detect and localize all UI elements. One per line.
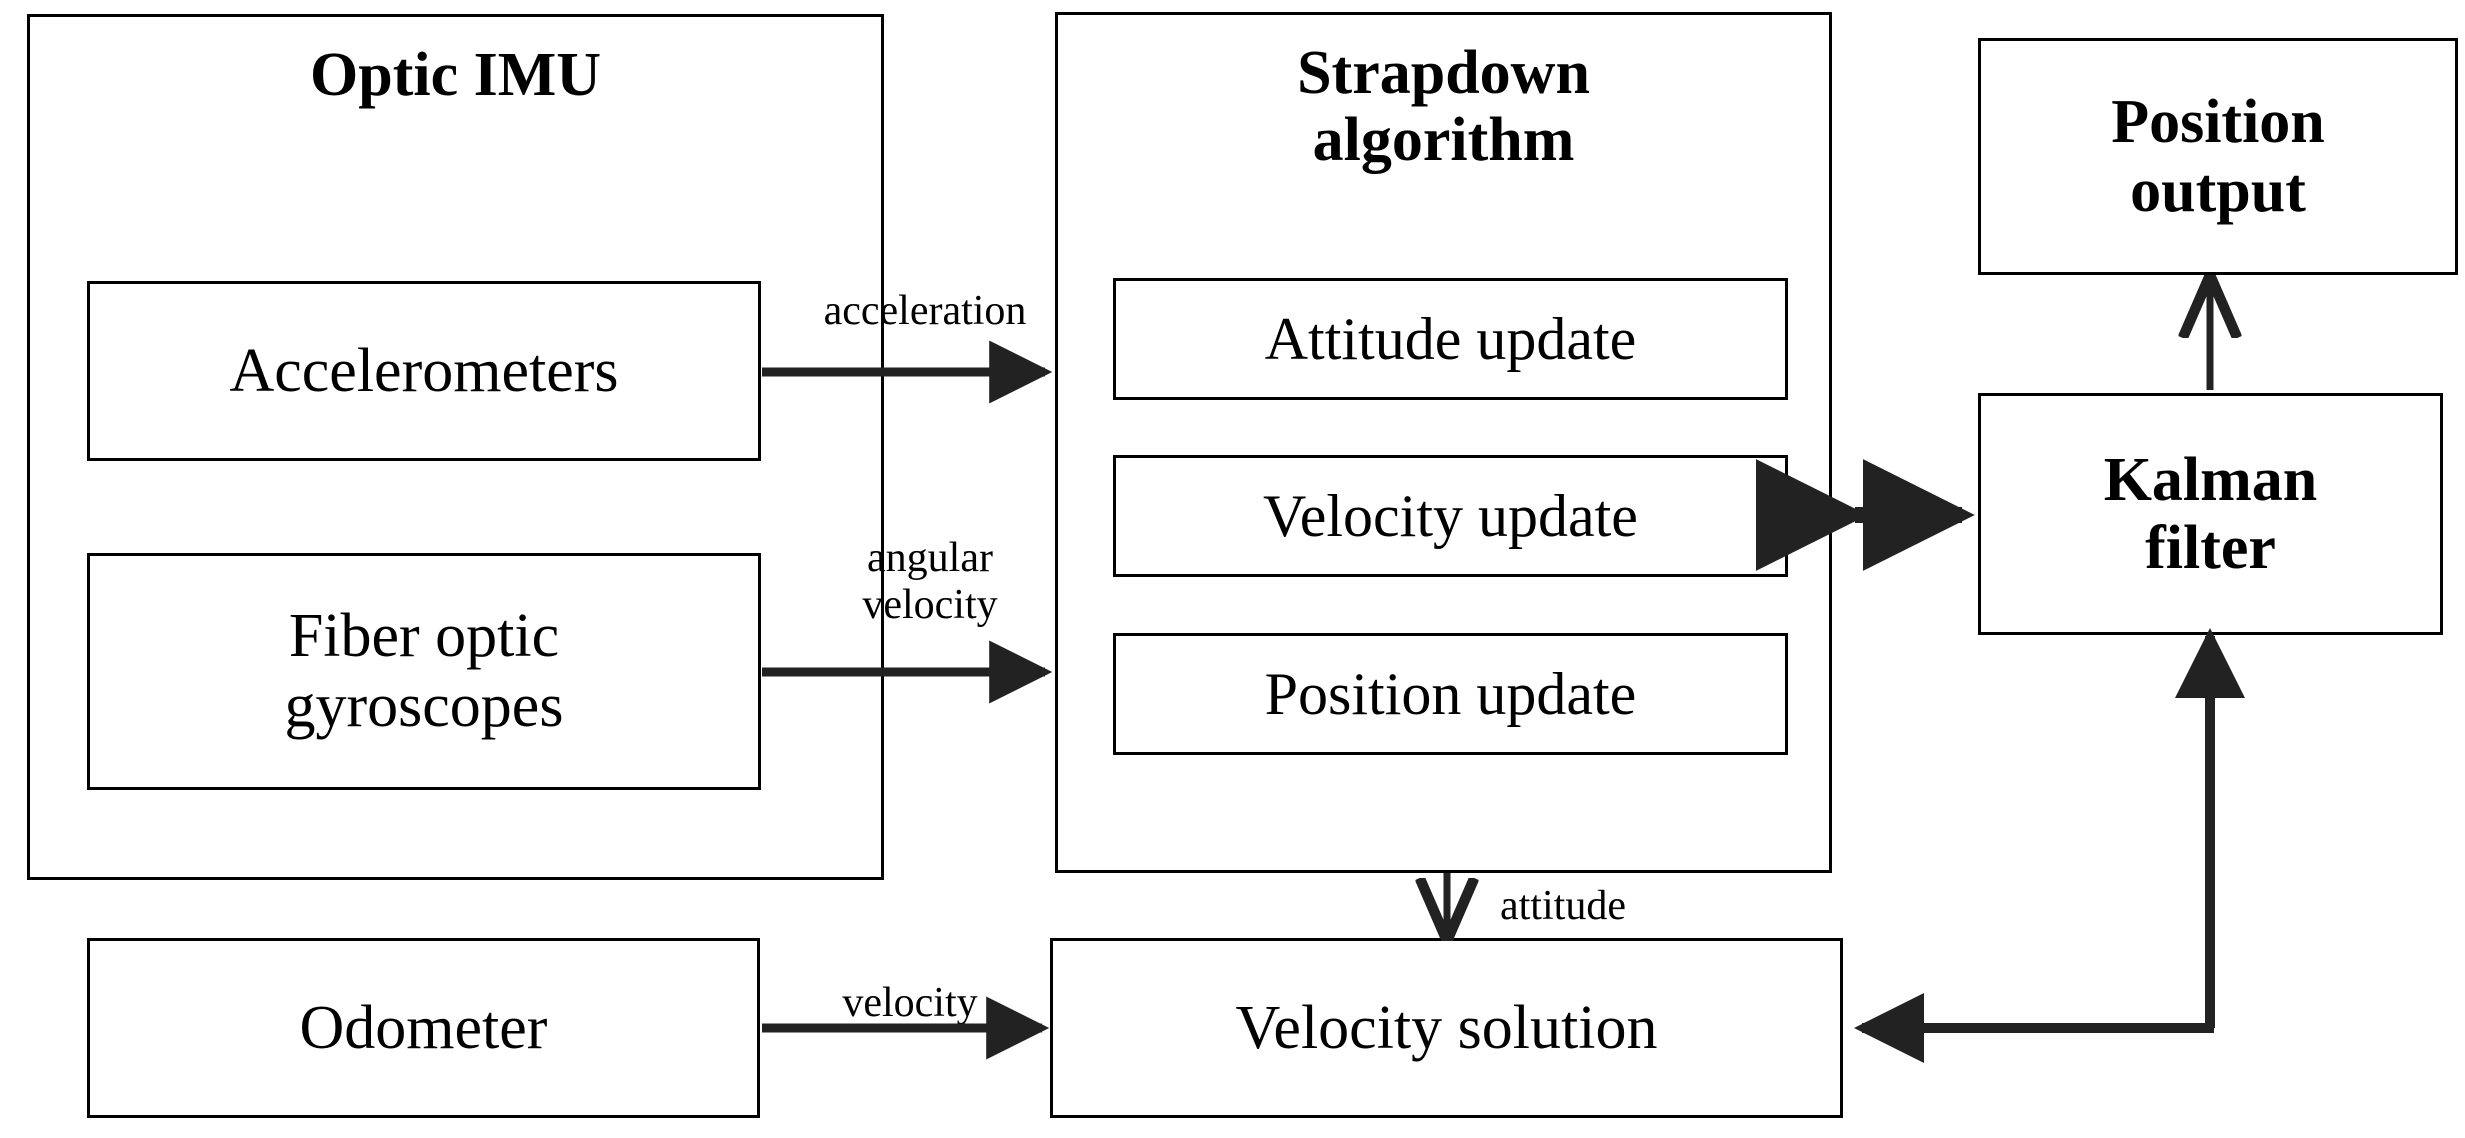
box-velocity-update: Velocity update <box>1113 455 1788 577</box>
arrow-velocity-solution-to-kalman <box>1853 627 2245 1063</box>
box-accelerometers-label: Accelerometers <box>229 336 619 405</box>
box-velocity-solution: Velocity solution <box>1050 938 1843 1118</box>
box-attitude-update: Attitude update <box>1113 278 1788 400</box>
box-attitude-update-label: Attitude update <box>1264 305 1637 372</box>
box-position-update: Position update <box>1113 633 1788 755</box>
box-position-output: Position output <box>1978 38 2458 275</box>
edge-label-velocity: velocity <box>842 980 978 1026</box>
box-fiber-optic-gyroscopes: Fiber optic gyroscopes <box>87 553 761 790</box>
edge-label-attitude: attitude <box>1500 883 1626 929</box>
box-position-update-label: Position update <box>1264 660 1637 727</box>
group-optic-imu <box>27 14 884 880</box>
box-odometer: Odometer <box>87 938 760 1118</box>
box-velocity-update-label: Velocity update <box>1263 482 1638 549</box>
box-position-output-label: Position output <box>2111 88 2325 225</box>
group-strapdown-algorithm-title: Strapdown algorithm <box>1297 39 1590 174</box>
box-fiber-optic-gyroscopes-label: Fiber optic gyroscopes <box>284 602 564 740</box>
box-velocity-solution-label: Velocity solution <box>1235 993 1658 1062</box>
box-kalman-filter-label: Kalman filter <box>2103 445 2318 582</box>
edge-label-angular-velocity: angular velocity <box>862 535 998 629</box>
group-strapdown-algorithm <box>1055 12 1832 873</box>
box-kalman-filter: Kalman filter <box>1978 393 2443 635</box>
edge-label-acceleration: acceleration <box>823 288 1027 334</box>
box-accelerometers: Accelerometers <box>87 281 761 461</box>
group-optic-imu-title: Optic IMU <box>309 41 602 109</box>
box-odometer-label: Odometer <box>299 993 548 1062</box>
